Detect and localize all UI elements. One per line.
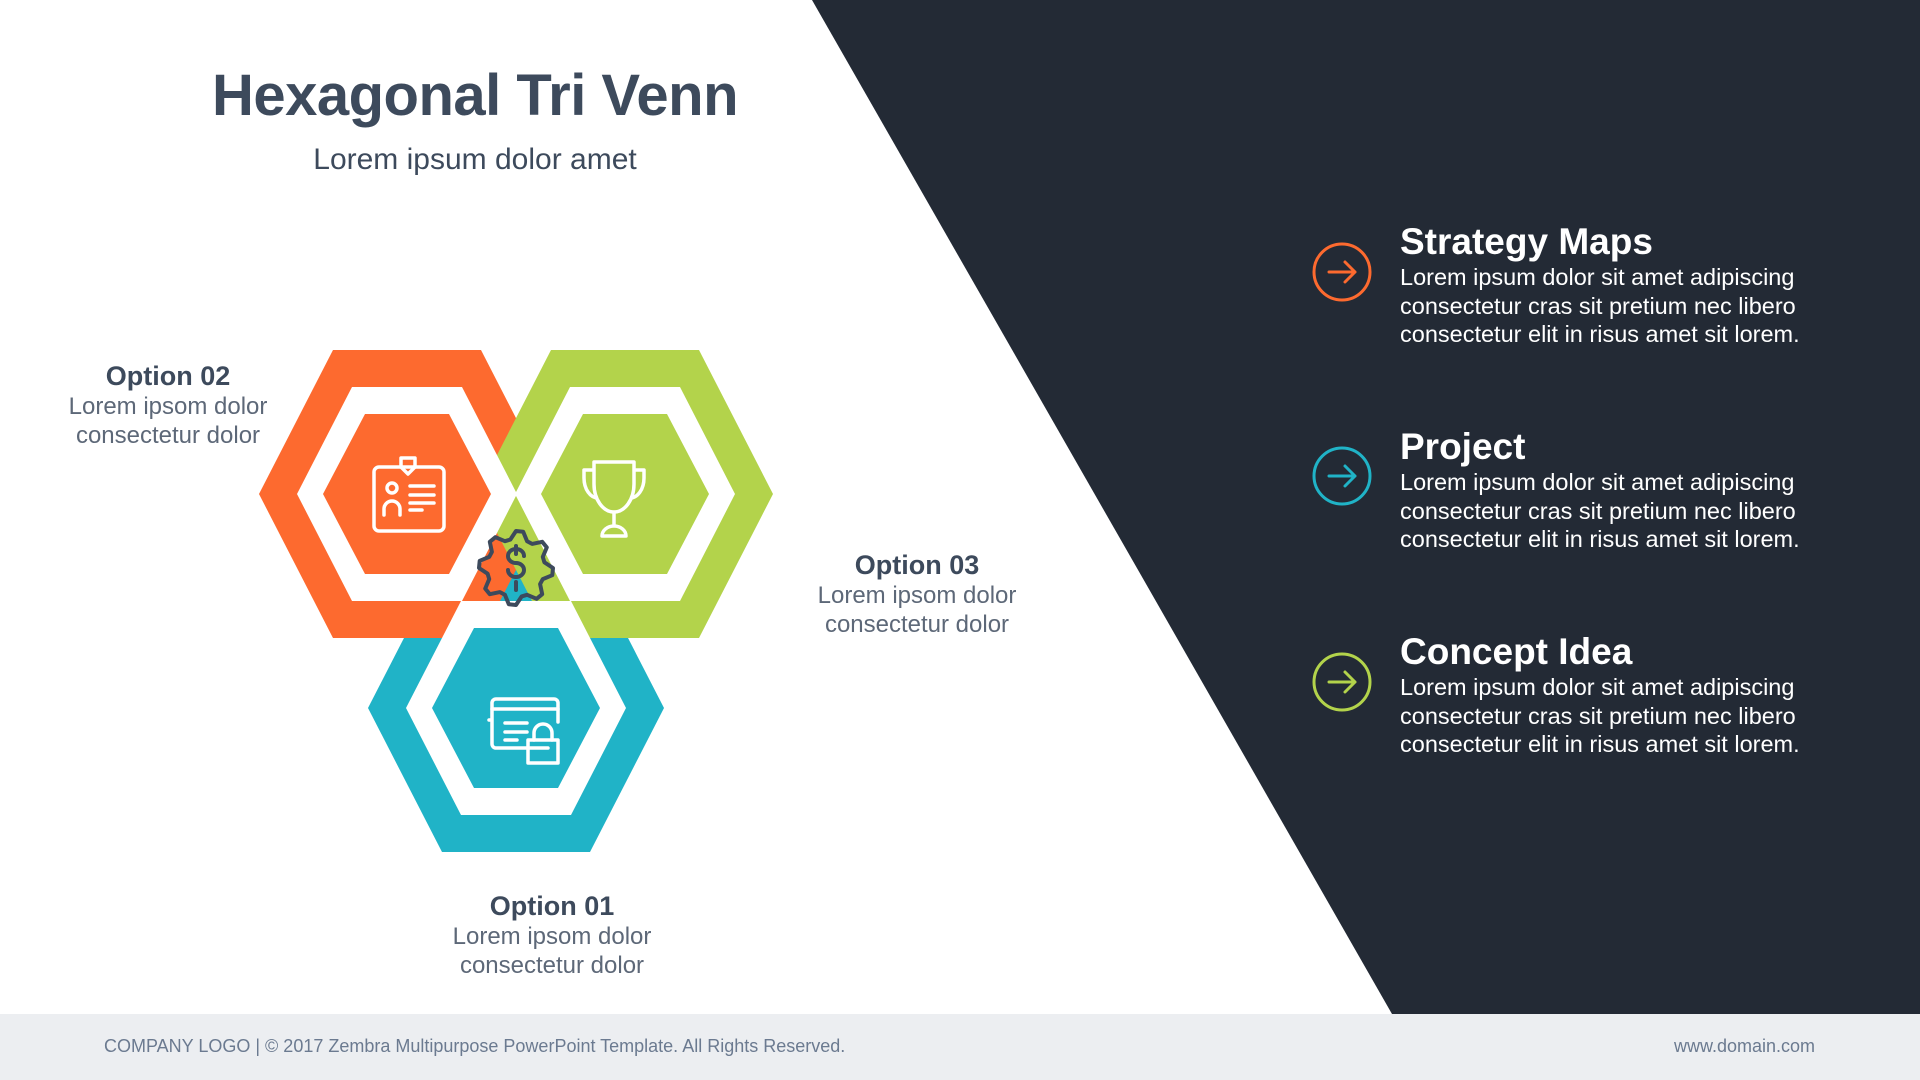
item-title: Concept Idea bbox=[1400, 631, 1633, 672]
item-project: Project Lorem ipsum dolor sit amet adipi… bbox=[1400, 426, 1870, 554]
item-text: consectetur cras sit pretium nec libero bbox=[1400, 702, 1796, 729]
item-text: consectetur cras sit pretium nec libero bbox=[1400, 292, 1796, 319]
page-title: Hexagonal Tri Venn bbox=[211, 63, 739, 128]
option-text: consectetur dolor bbox=[75, 422, 261, 449]
option-01-label: Option 01 Lorem ipsom dolor consectetur … bbox=[392, 890, 712, 980]
item-text: Lorem ipsum dolor sit amet adipiscing bbox=[1400, 264, 1795, 290]
item-text: consectetur elit in risus amet sit lorem… bbox=[1400, 731, 1800, 757]
option-title: Option 03 bbox=[854, 550, 980, 580]
item-strategy-maps: Strategy Maps Lorem ipsum dolor sit amet… bbox=[1400, 221, 1870, 349]
option-text: Lorem ipsom dolor bbox=[68, 393, 268, 420]
item-title: Strategy Maps bbox=[1400, 221, 1653, 262]
page-subtitle: Lorem ipsum dolor amet bbox=[313, 143, 637, 176]
item-text: consectetur elit in risus amet sit lorem… bbox=[1400, 321, 1800, 347]
option-text: Lorem ipsom dolor bbox=[817, 582, 1017, 609]
item-title: Project bbox=[1400, 426, 1526, 467]
option-title: Option 02 bbox=[105, 361, 231, 391]
arrow-right-circle-icon bbox=[1312, 652, 1372, 712]
dark-diagonal-panel bbox=[812, 0, 1920, 1014]
secure-card-icon bbox=[487, 697, 560, 765]
option-text: consectetur dolor bbox=[824, 611, 1010, 638]
item-concept-idea: Concept Idea Lorem ipsum dolor sit amet … bbox=[1400, 631, 1870, 759]
option-title: Option 01 bbox=[489, 891, 615, 921]
option-text: consectetur dolor bbox=[459, 952, 645, 979]
orange-hexagon-inner bbox=[323, 414, 491, 574]
id-badge-icon bbox=[372, 456, 446, 533]
footer-website: www.domain.com bbox=[1673, 1036, 1815, 1056]
arrow-right-circle-icon bbox=[1312, 446, 1372, 506]
item-text: Lorem ipsum dolor sit amet adipiscing bbox=[1400, 674, 1795, 700]
option-02-label: Option 02 Lorem ipsom dolor consectetur … bbox=[8, 360, 328, 450]
green-hexagon-inner bbox=[541, 414, 709, 574]
option-text: Lorem ipsom dolor bbox=[452, 923, 652, 950]
gear-dollar-icon bbox=[477, 529, 555, 607]
trophy-icon bbox=[582, 460, 646, 538]
item-text: consectetur elit in risus amet sit lorem… bbox=[1400, 526, 1800, 552]
item-text: consectetur cras sit pretium nec libero bbox=[1400, 497, 1796, 524]
option-03-label: Option 03 Lorem ipsom dolor consectetur … bbox=[757, 549, 1077, 639]
arrow-right-circle-icon bbox=[1312, 242, 1372, 302]
item-text: Lorem ipsum dolor sit amet adipiscing bbox=[1400, 469, 1795, 495]
footer: COMPANY LOGO | © 2017 Zembra Multipurpos… bbox=[0, 1014, 1920, 1080]
footer-copyright: COMPANY LOGO | © 2017 Zembra Multipurpos… bbox=[104, 1036, 846, 1056]
